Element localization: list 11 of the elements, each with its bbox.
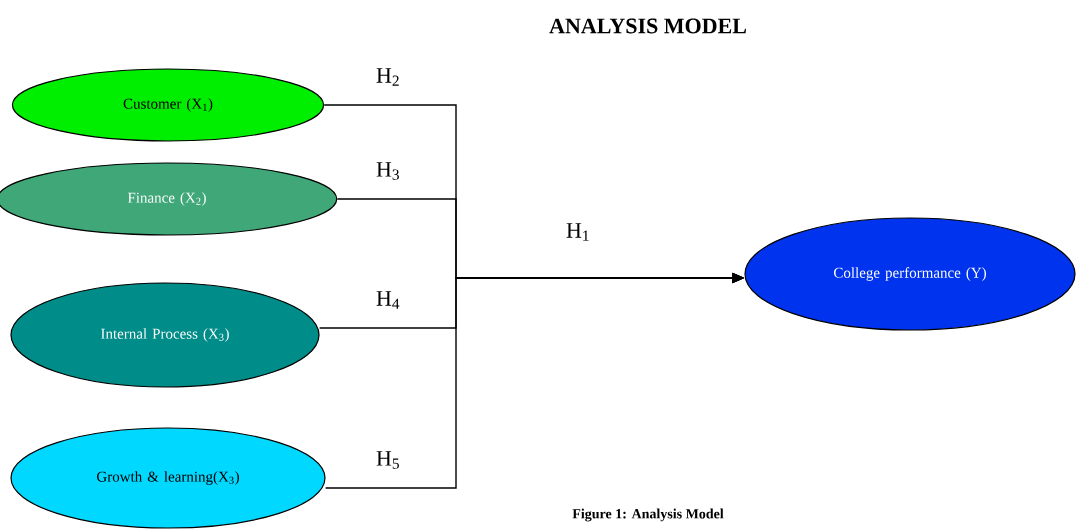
- edge-label: H$_{3}$: [376, 162, 399, 180]
- edge-label: H$_{4}$: [376, 291, 400, 309]
- ellipse-node: Customer (X$_{1}$): [11, 68, 325, 142]
- caption: Figure 1: Analysis Model: [572, 508, 724, 522]
- ellipse-node: Growth & learning(X$_{3}$): [10, 427, 326, 529]
- edge-label: H$_{5}$: [376, 451, 399, 469]
- edge-label: H$_{2}$: [376, 68, 399, 86]
- ellipse-node: Internal Process (X$_{3}$): [10, 282, 320, 388]
- title: ANALYSIS MODEL: [549, 18, 746, 34]
- ellipse-node: College performance (Y): [744, 217, 1076, 331]
- hypothesis-label: H$_{1}$: [566, 223, 589, 241]
